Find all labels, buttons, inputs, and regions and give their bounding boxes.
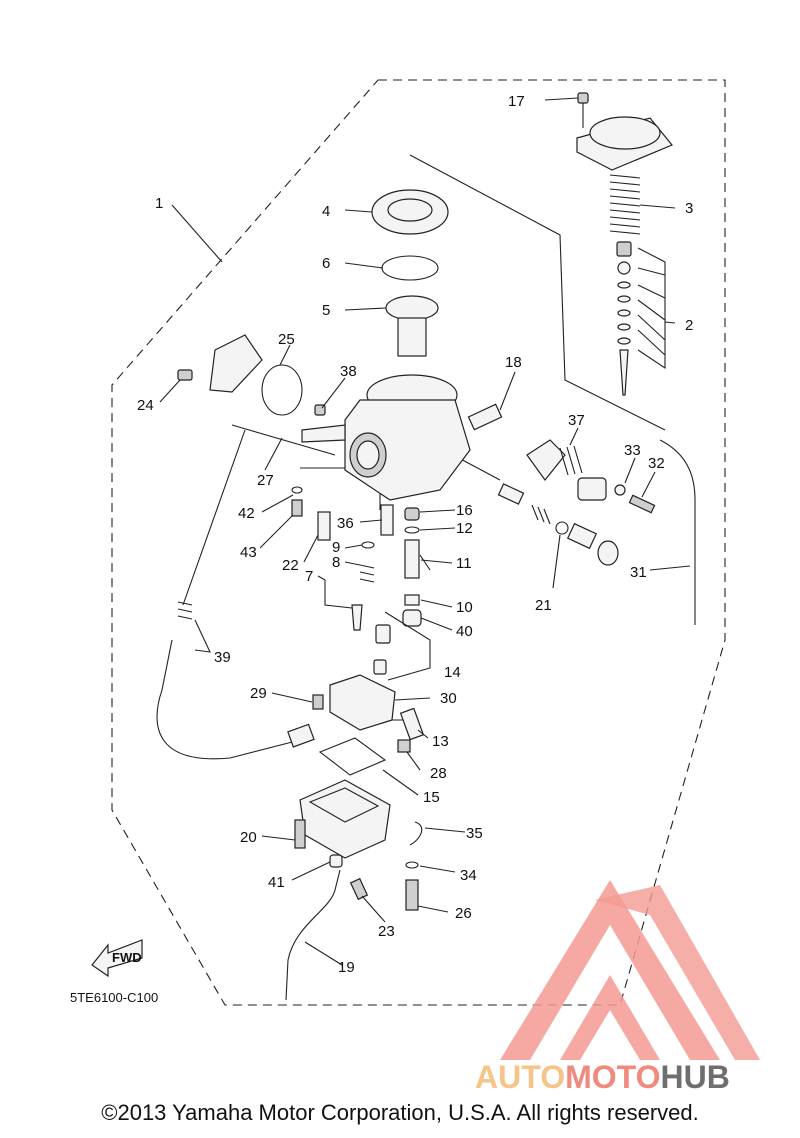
pilot-screw-set: [497, 483, 619, 566]
callout-26: 26: [455, 905, 472, 922]
callout-6: 6: [322, 255, 330, 272]
vent-tube: [659, 439, 696, 625]
throttle-stop-assembly: [526, 439, 656, 514]
top-cover-part: [576, 92, 673, 171]
screw-26-part: [405, 879, 419, 911]
callout-17: 17: [508, 93, 525, 110]
callout-28: 28: [430, 765, 447, 782]
callout-5: 5: [322, 302, 330, 319]
callout-19: 19: [338, 959, 355, 976]
callout-27: 27: [257, 472, 274, 489]
callout-2: 2: [685, 317, 693, 334]
callout-16: 16: [456, 502, 473, 519]
callout-39: 39: [214, 649, 231, 666]
callout-leaders: [159, 97, 691, 966]
callout-40: 40: [456, 623, 473, 640]
screw-23-part: [349, 877, 369, 901]
float-bowl-gasket: [318, 737, 387, 776]
fwd-label: FWD: [112, 950, 142, 965]
diaphragm-cover: [371, 189, 449, 235]
diagram-code: 5TE6100-C100: [70, 990, 158, 1005]
screw-43-part: [291, 499, 303, 517]
watermark-moto: MOTO: [565, 1059, 660, 1095]
callout-10: 10: [456, 599, 473, 616]
callout-37: 37: [568, 412, 585, 429]
throttle-piston: [385, 295, 439, 357]
callout-22: 22: [282, 557, 299, 574]
callout-18: 18: [505, 354, 522, 371]
callout-29: 29: [250, 685, 267, 702]
o-ring: [381, 255, 439, 281]
washer-34-part: [405, 861, 419, 869]
callout-9: 9: [332, 539, 340, 556]
jet-needle-set: [616, 241, 666, 396]
callout-7: 7: [305, 568, 313, 585]
callout-34: 34: [460, 867, 477, 884]
callout-35: 35: [466, 825, 483, 842]
callout-11: 11: [456, 555, 472, 572]
callout-32: 32: [648, 455, 665, 472]
callout-15: 15: [423, 789, 440, 806]
callout-38: 38: [340, 363, 357, 380]
callout-31: 31: [630, 564, 647, 581]
carburetor-body: [301, 374, 503, 501]
callout-12: 12: [456, 520, 473, 537]
washer-42-part: [291, 486, 303, 494]
copyright-notice: ©2013 Yamaha Motor Corporation, U.S.A. A…: [101, 1100, 699, 1125]
assembly-boundary: [111, 79, 726, 1006]
callout-33: 33: [624, 442, 641, 459]
callout-3: 3: [685, 200, 693, 217]
needle-valve-parts: [324, 541, 431, 681]
callout-25: 25: [278, 331, 295, 348]
automotohub-logo: [500, 880, 760, 1060]
watermark-hub: HUB: [660, 1059, 729, 1095]
spring-part: [609, 174, 641, 235]
callout-36: 36: [337, 515, 354, 532]
callout-24: 24: [137, 397, 154, 414]
float-assembly: [312, 674, 425, 753]
logo-triangle-shape: [500, 880, 720, 1060]
watermark-text: AUTOMOTOHUB: [475, 1059, 730, 1095]
callout-23: 23: [378, 923, 395, 940]
callout-21: 21: [535, 597, 552, 614]
clamp-41-part: [329, 854, 343, 868]
callout-42: 42: [238, 505, 255, 522]
callout-numbers: 1 2 3 4 5 6 7 8 9 10 11 12 13 14 15 16 1…: [137, 93, 693, 976]
callout-4: 4: [322, 203, 330, 220]
insulator-flange: [177, 334, 303, 416]
throttle-cable: [156, 601, 315, 760]
drain-hose: [285, 869, 341, 1001]
callout-43: 43: [240, 544, 257, 561]
float-bowl: [294, 779, 391, 859]
jet-36-part: [380, 504, 394, 536]
callout-20: 20: [240, 829, 257, 846]
callout-1: 1: [155, 195, 163, 212]
plug-22-part: [317, 511, 331, 541]
callout-41: 41: [268, 874, 285, 891]
fwd-arrow-icon: FWD: [91, 939, 143, 978]
clip-35-part: [409, 821, 423, 846]
callout-8: 8: [332, 554, 340, 571]
watermark-auto: AUTO: [475, 1059, 565, 1095]
callout-30: 30: [440, 690, 457, 707]
callout-13: 13: [432, 733, 449, 750]
callout-14: 14: [444, 664, 461, 681]
main-jet-components: [402, 507, 422, 627]
